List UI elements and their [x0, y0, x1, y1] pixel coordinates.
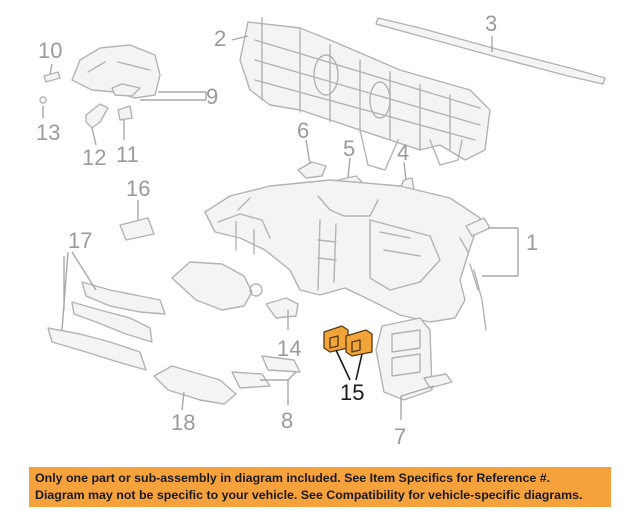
callout-2: 2: [214, 26, 226, 51]
callout-8: 8: [281, 408, 293, 433]
callout-11: 11: [116, 142, 139, 167]
callout-10: 10: [38, 38, 62, 63]
part-15-switches: [323, 325, 373, 357]
parts-diagram: 1 2 3 4 5 6 7 8 9 10 11 12 13 14 15 16 1…: [36, 11, 606, 449]
callout-7: 7: [394, 424, 406, 449]
knob: [249, 283, 263, 297]
callout-15: 15: [340, 380, 364, 405]
part-7-center-bezel: [375, 317, 453, 401]
leader-lines: [42, 35, 519, 420]
part-16-vent: [119, 217, 155, 241]
callout-6: 6: [297, 118, 309, 143]
callout-5: 5: [343, 136, 355, 161]
callout-12: 12: [82, 145, 106, 170]
callout-16: 16: [126, 176, 150, 201]
callout-3: 3: [485, 11, 497, 36]
instrument-panel: [204, 179, 481, 323]
disclaimer-line-2: Diagram may not be specific to your vehi…: [35, 488, 583, 502]
disclaimer-banner: Only one part or sub-assembly in diagram…: [29, 467, 611, 507]
part-13-screw: [39, 96, 47, 104]
callout-17: 17: [68, 228, 92, 253]
part-3-strip: [375, 17, 606, 85]
part-1-trim: [473, 269, 487, 331]
part-12-bracket: [85, 103, 109, 129]
callout-13: 13: [36, 120, 60, 145]
part-11-clip: [117, 105, 133, 121]
part-10-clip: [43, 71, 61, 83]
disclaimer-line-1: Only one part or sub-assembly in diagram…: [35, 471, 551, 485]
callout-9: 9: [206, 84, 218, 109]
part-18-bracket: [153, 365, 237, 405]
part-6-cap: [297, 161, 327, 179]
part-9-bezel: [71, 44, 161, 99]
part-17-panels: [47, 281, 166, 371]
part-8-bezel-lower: [231, 371, 271, 389]
callout-1: 1: [526, 230, 538, 255]
part-14-vent: [265, 297, 299, 319]
callout-4: 4: [397, 140, 409, 165]
callout-18: 18: [171, 410, 195, 435]
callout-14: 14: [277, 336, 301, 361]
part-2-frame: [239, 17, 491, 171]
glove-box: [171, 261, 253, 311]
part-8-bezel-upper: [261, 355, 301, 373]
